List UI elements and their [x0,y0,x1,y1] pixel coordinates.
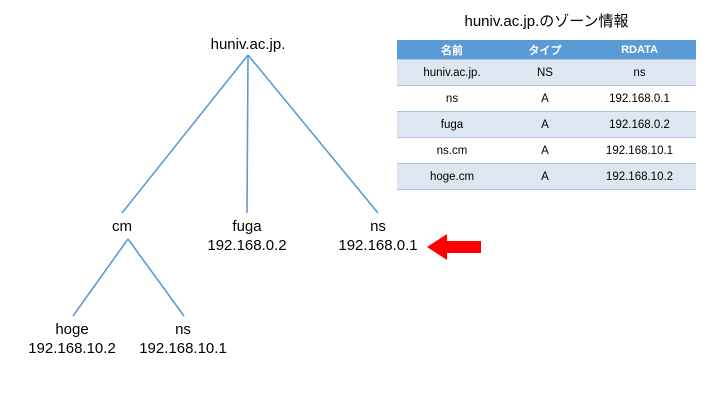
tree-node-label-hoge-cm: hoge [55,321,89,338]
cell-rdata: ns [583,59,696,86]
tree-node-label-ns: ns [370,218,386,235]
cell-name: hoge.cm [397,163,507,190]
cell-name: ns.cm [397,137,507,164]
cell-name: fuga [397,111,507,138]
cell-type: NS [507,59,583,86]
cell-rdata: 192.168.10.1 [583,137,696,164]
table-header-row: 名前 タイプ RDATA [397,40,696,60]
cell-name: ns [397,85,507,112]
cell-type: A [507,163,583,190]
tree-node-ip-ns: 192.168.0.1 [338,237,418,254]
zone-info-panel: huniv.ac.jp.のゾーン情報 名前 タイプ RDATA huniv.ac… [397,12,696,190]
tree-node-label-root: huniv.ac.jp. [210,36,286,53]
tree-edge-root-to-fuga [246,54,249,214]
column-header-rdata: RDATA [583,40,696,60]
cell-rdata: 192.168.0.2 [583,111,696,138]
tree-node-ip-fuga: 192.168.0.2 [207,237,287,254]
red-left-arrow-icon [427,234,481,260]
tree-node-ip-hoge-cm: 192.168.10.2 [28,340,116,357]
column-header-type: タイプ [507,40,583,60]
tree-edge-cm-to-hoge-cm [72,238,129,317]
tree-edge-root-to-cm [121,54,249,214]
tree-node-label-cm: cm [112,218,132,235]
cell-rdata: 192.168.0.1 [583,85,696,112]
cell-type: A [507,85,583,112]
tree-node-label-fuga: fuga [232,218,262,235]
cell-rdata: 192.168.10.2 [583,163,696,190]
cell-type: A [507,137,583,164]
tree-edge-root-to-ns [247,54,379,214]
cell-type: A [507,111,583,138]
column-header-name: 名前 [397,40,507,60]
cell-name: huniv.ac.jp. [397,59,507,86]
tree-node-ip-ns-cm: 192.168.10.1 [139,340,227,357]
tree-node-label-ns-cm: ns [175,321,191,338]
tree-edge-cm-to-ns-cm [127,238,185,317]
tree-edge-group [72,54,379,317]
zone-table-title: huniv.ac.jp.のゾーン情報 [464,13,629,30]
